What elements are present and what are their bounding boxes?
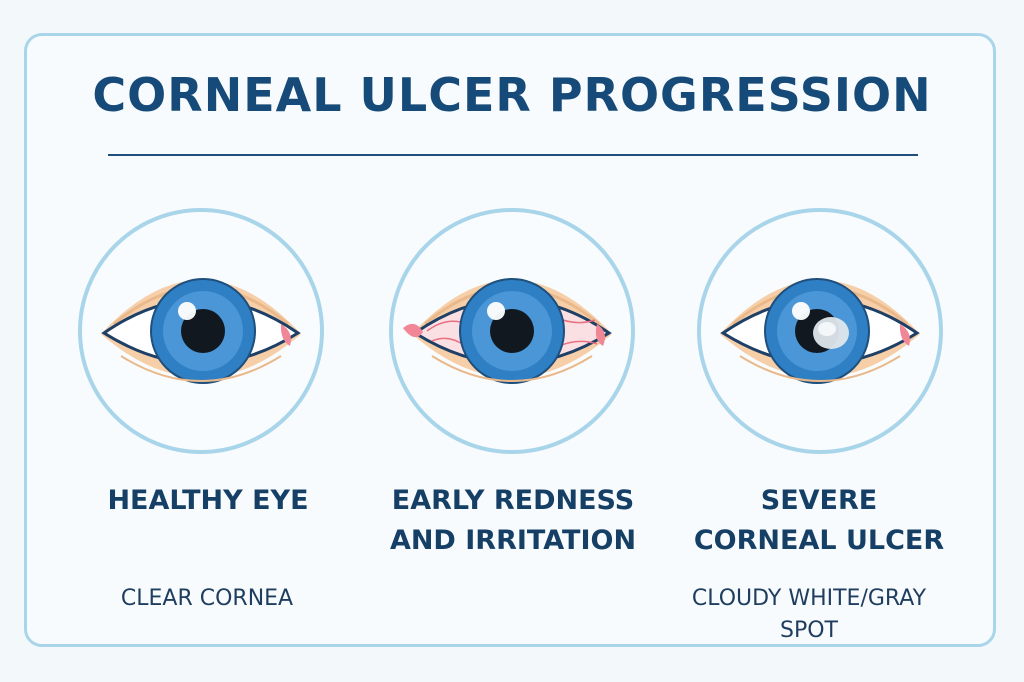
title-divider (108, 154, 918, 156)
irritated-eye-icon (389, 208, 635, 454)
stage-irritation-heading: EARLY REDNESS AND IRRITATION (363, 481, 663, 561)
stage-healthy-note: CLEAR CORNEA (57, 583, 357, 615)
heading-line: EARLY REDNESS (391, 485, 635, 516)
stage-ulcer-heading: SEVERE CORNEAL ULCER (669, 481, 969, 561)
note-line: CLEAR CORNEA (120, 586, 294, 611)
healthy-eye-icon (78, 208, 324, 454)
note-line: SPOT (780, 618, 838, 643)
note-line: CLOUDY WHITE/GRAY (691, 586, 927, 611)
heading-line: CORNEAL ULCER (693, 525, 945, 556)
stage-healthy (76, 206, 326, 456)
stage-irritation (387, 206, 637, 456)
heading-line: HEALTHY EYE (107, 485, 309, 516)
stage-ulcer-note: CLOUDY WHITE/GRAY SPOT (659, 583, 959, 647)
ulcer-eye-icon (697, 208, 943, 454)
stage-healthy-heading: HEALTHY EYE (58, 481, 358, 521)
page-title: CORNEAL ULCER PROGRESSION (92, 68, 932, 122)
heading-line: SEVERE (760, 485, 878, 516)
heading-line: AND IRRITATION (389, 525, 637, 556)
stage-ulcer (695, 206, 945, 456)
